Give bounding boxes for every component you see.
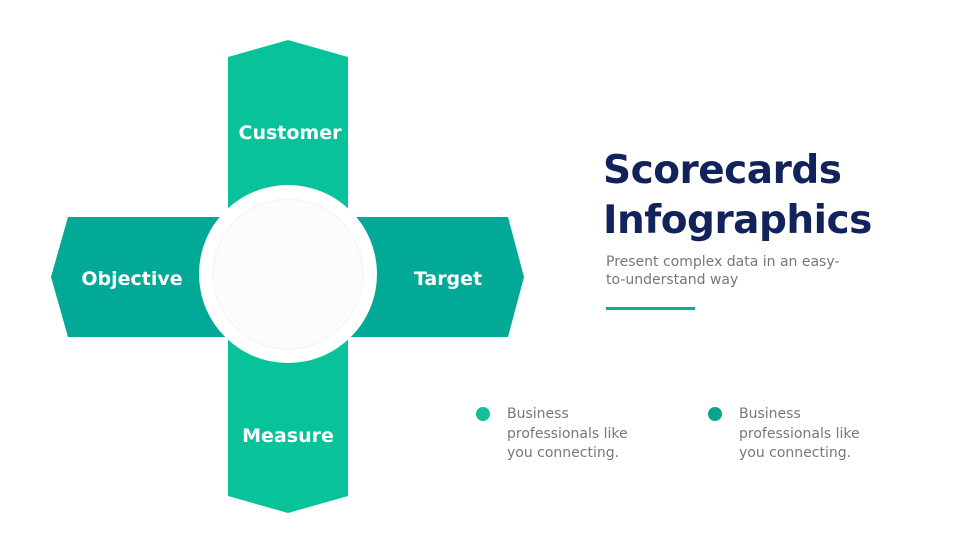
title-line-2: Infographics [603,198,872,243]
subtitle: Present complex data in an easy-to-under… [606,254,840,288]
measure-label: Measure [242,425,334,447]
center-inner-circle [212,198,364,350]
bullet-text: Business professionals like you connecti… [739,406,860,461]
title-line-1: Scorecards [603,148,842,193]
customer-label: Customer [239,122,343,144]
bullet-dot-icon [476,407,490,421]
target-label: Target [414,268,482,290]
divider [606,307,695,310]
bullet-dot-icon [708,407,722,421]
page-title: Scorecards Infographics [603,146,872,246]
scorecard-cross-diagram: Customer Objective Target Measure [51,40,524,513]
objective-label: Objective [81,268,182,290]
bullet-text: Business professionals like you connecti… [507,406,628,461]
